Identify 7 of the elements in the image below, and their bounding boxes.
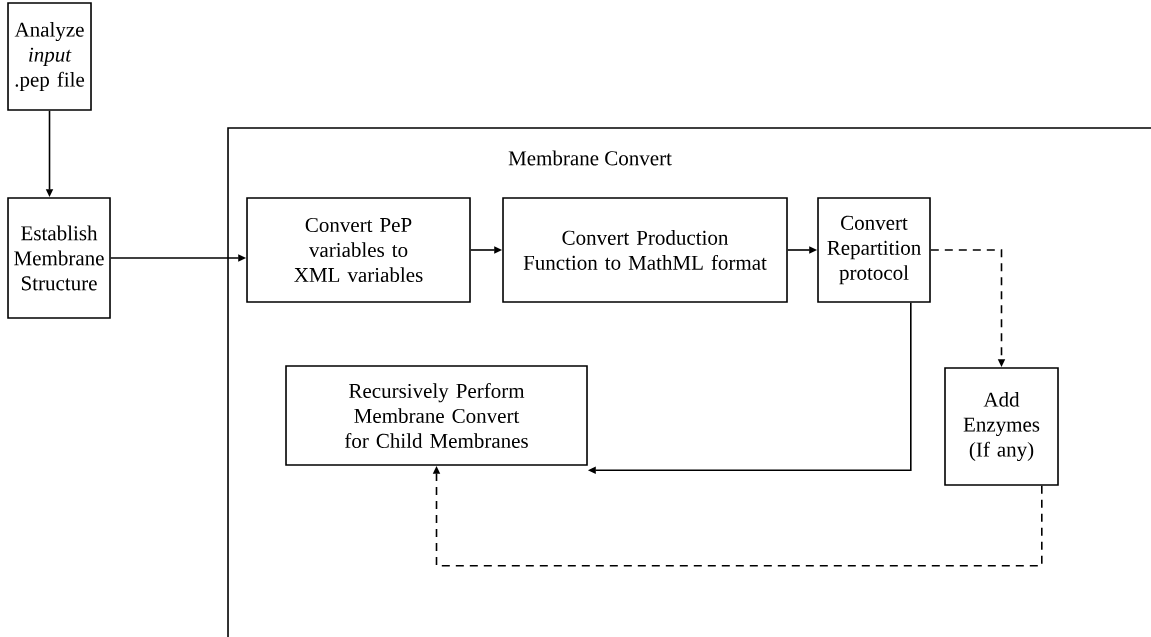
- process-box: Analyze input .pep file: [7, 2, 92, 111]
- process-box: Convert Production Function to MathML format: [502, 197, 788, 303]
- process-box: Add Enzymes (If any): [944, 367, 1059, 486]
- process-box: Recursively Perform Membrane Convert for Child Membranes: [285, 365, 588, 466]
- process-box: Convert PeP variables to XML variables: [246, 197, 471, 303]
- process-box: Convert Repartition protocol: [817, 197, 931, 303]
- process-box: Establish Membrane Structure: [7, 197, 111, 319]
